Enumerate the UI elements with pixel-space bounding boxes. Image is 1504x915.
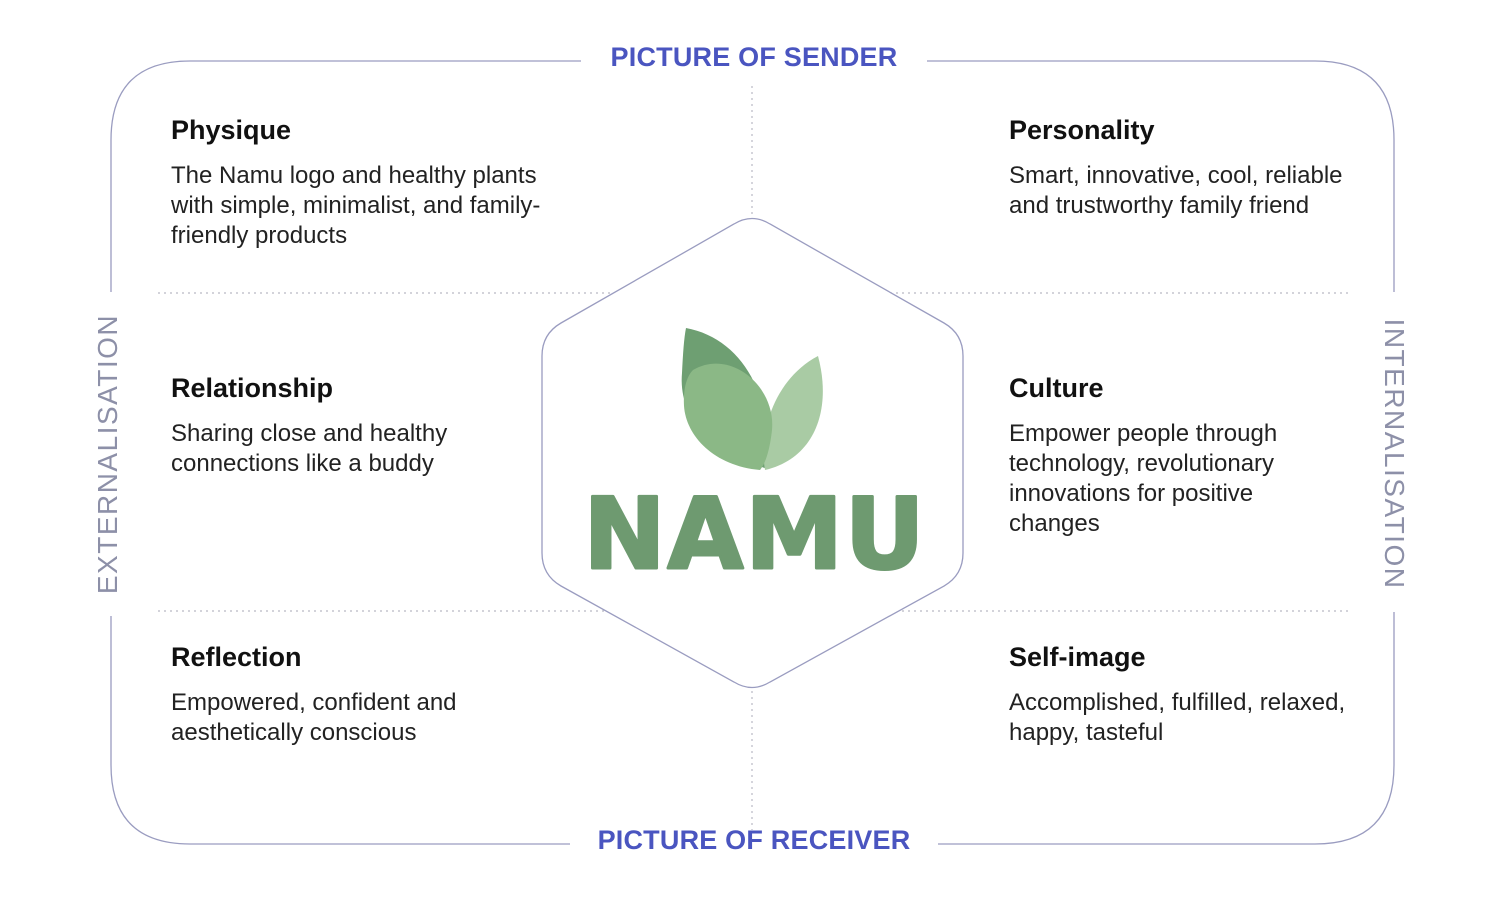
personality-cell: Personality Smart, innovative, cool, rel… (1009, 113, 1389, 221)
reflection-title: Reflection (171, 642, 302, 672)
culture-description: Empower people through technology, revol… (1009, 420, 1278, 537)
personality-title: Personality (1009, 115, 1155, 145)
frame-top-right-corner (927, 60, 1395, 292)
reflection-description: Empowered, confident and aesthetically c… (171, 689, 457, 746)
namu-logo: NAMU (582, 318, 926, 594)
personality-description: Smart, innovative, cool, reliable and tr… (1009, 162, 1343, 219)
reflection-cell: Reflection Empowered, confident and aest… (171, 640, 501, 748)
externalisation-label: EXTERNALISATION (92, 313, 123, 595)
frame-bottom-right-corner (938, 612, 1395, 845)
relationship-description: Sharing close and healthy connections li… (171, 420, 448, 477)
picture-of-sender-label: PICTURE OF SENDER (610, 42, 898, 72)
culture-cell: Culture Empower people through technolog… (1009, 371, 1319, 539)
internalisation-label: INTERNALISATION (1379, 318, 1410, 590)
culture-title: Culture (1009, 373, 1104, 403)
relationship-title: Relationship (171, 373, 334, 403)
frame-top-left-corner (110, 60, 581, 292)
relationship-cell: Relationship Sharing close and healthy c… (171, 371, 501, 479)
picture-of-receiver-label: PICTURE OF RECEIVER (597, 825, 911, 855)
self-image-description: Accomplished, fulfilled, relaxed, happy,… (1009, 689, 1346, 746)
frame-bottom-left-corner (110, 616, 570, 845)
physique-title: Physique (171, 115, 292, 145)
physique-description: The Namu logo and healthy plants with si… (171, 162, 541, 249)
self-image-title: Self-image (1009, 642, 1146, 672)
physique-cell: Physique The Namu logo and healthy plant… (171, 113, 551, 251)
two-leaves-icon (681, 328, 823, 470)
self-image-cell: Self-image Accomplished, fulfilled, rela… (1009, 640, 1389, 748)
namu-wordmark: NAMU (590, 478, 920, 588)
